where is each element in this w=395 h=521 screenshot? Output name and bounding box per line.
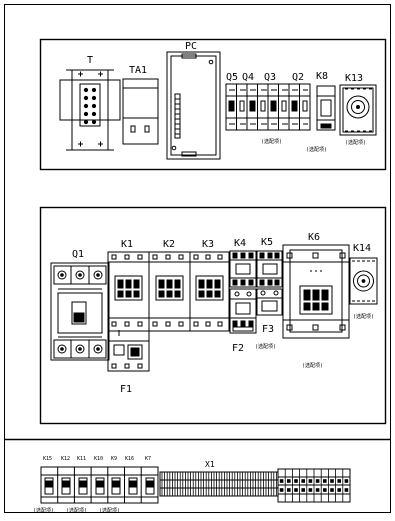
label-k8: K8 [316, 71, 328, 82]
top-panel-frame [39, 38, 387, 171]
breaker-q1 [50, 262, 110, 361]
terminal-block-x1-screws [279, 479, 349, 492]
note-k6: (选配项) [302, 362, 323, 369]
contactor-k1 [107, 251, 150, 332]
terminal-screw [337, 479, 341, 483]
label-pc: PC [185, 41, 197, 52]
terminal-screw [294, 479, 298, 483]
current-transformer-ta1 [122, 78, 159, 145]
label-ta1: TA1 [129, 65, 147, 76]
terminal-screw [294, 488, 298, 492]
terminal-screw [287, 488, 291, 492]
label-q3: Q3 [264, 72, 276, 83]
label-k10: K10 [94, 456, 103, 462]
contactor-k6 [282, 244, 350, 339]
terminal-screw [315, 488, 320, 492]
middle-panel-frame [39, 206, 387, 425]
label-q2: Q2 [292, 72, 304, 83]
pc-controller [166, 51, 221, 160]
label-k12: K12 [61, 456, 70, 462]
label-k14: K14 [353, 243, 371, 254]
label-q5: Q5 [226, 72, 238, 83]
label-k5: K5 [261, 237, 273, 248]
label-f1: F1 [120, 384, 132, 395]
label-k6: K6 [308, 232, 320, 243]
timer-k14 [349, 257, 378, 305]
terminal-screw [323, 488, 327, 492]
note-k8: (选配项) [306, 146, 327, 153]
label-k2: K2 [163, 239, 175, 250]
overload-relay-f3 [256, 288, 283, 316]
note-relays-1: (选配项) [33, 507, 54, 514]
label-k1: K1 [121, 239, 133, 250]
contactor-k2 [148, 251, 191, 332]
outer-frame [4, 4, 391, 513]
terminal-screw [323, 479, 327, 483]
note-f2: (选配项) [255, 343, 276, 350]
transformer-t [59, 69, 121, 151]
label-k7: K7 [145, 456, 151, 462]
note-breakers: (选配项) [261, 138, 282, 145]
terminal-screw [287, 479, 291, 483]
timer-k13 [339, 84, 377, 136]
label-k9: K9 [111, 456, 117, 462]
label-k16: K16 [125, 456, 134, 462]
terminal-screw [301, 488, 305, 492]
contactor-k3 [189, 251, 230, 332]
contactor-k4 [229, 250, 257, 288]
terminal-screw [344, 488, 349, 492]
label-k15: K15 [43, 456, 52, 462]
label-k13: K13 [345, 73, 363, 84]
terminal-screw [315, 479, 320, 483]
relay-k8 [316, 85, 336, 131]
relay-block-k15-k7 [40, 466, 159, 504]
label-q4: Q4 [242, 72, 254, 83]
label-x1: X1 [205, 460, 215, 469]
breakers-q5-q2 [225, 83, 311, 131]
terminal-screw [279, 488, 284, 492]
overload-relay-f1 [107, 330, 150, 372]
note-k13: (选配项) [345, 139, 366, 146]
terminal-screw [330, 488, 334, 492]
terminal-screw [330, 479, 334, 483]
note-relays-3: (选配项) [99, 507, 120, 514]
label-f2: F2 [232, 343, 244, 354]
terminal-screw [308, 479, 313, 483]
note-relays-2: (选配项) [66, 507, 87, 514]
terminal-screw [344, 479, 349, 483]
label-k11: K11 [77, 456, 86, 462]
contactor-k5 [256, 250, 283, 288]
overload-relay-f2 [229, 288, 257, 334]
terminal-screw [279, 479, 284, 483]
label-t: T [87, 55, 93, 66]
terminal-screw [301, 479, 305, 483]
terminal-block-x1 [159, 468, 351, 503]
label-k3: K3 [202, 239, 214, 250]
terminal-screw [337, 488, 341, 492]
label-k4: K4 [234, 238, 246, 249]
label-f3: F3 [262, 324, 274, 335]
terminal-screw [308, 488, 313, 492]
note-k14: (选配项) [353, 313, 374, 320]
label-q1: Q1 [72, 249, 84, 260]
